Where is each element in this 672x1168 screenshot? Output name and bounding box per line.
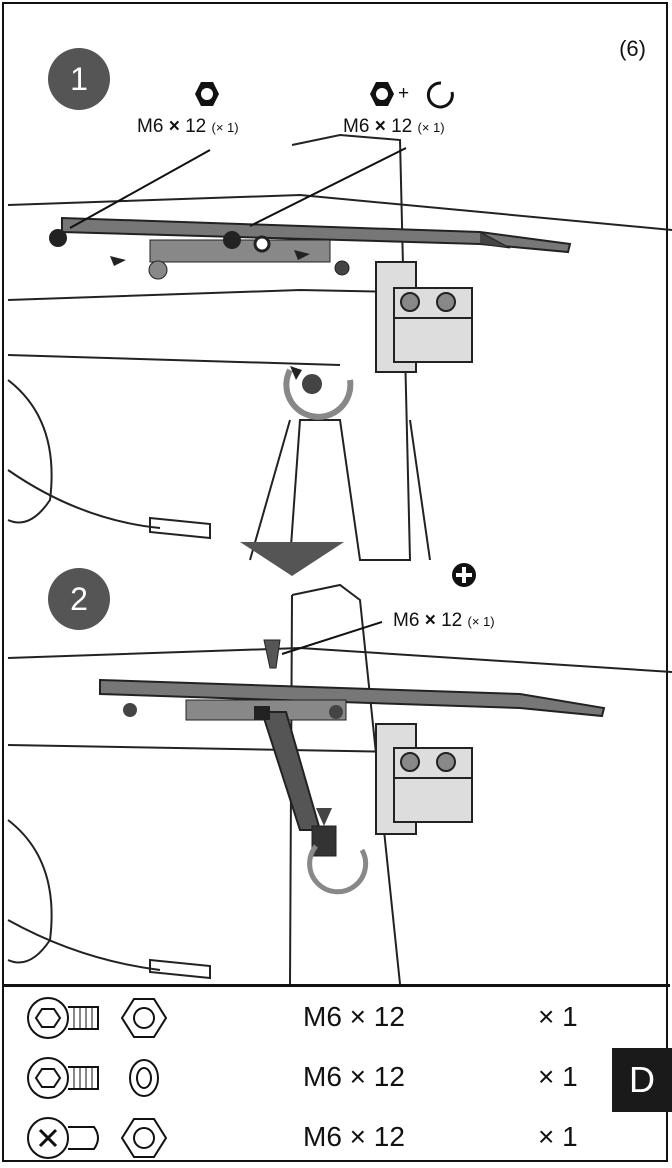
rotate-arrow-1 (283, 368, 354, 420)
down-arrow (240, 542, 344, 576)
parts-row: M6 × 12 × 1 (0, 1109, 600, 1167)
cable-2 (7, 919, 161, 971)
step-2-badge: 2 (48, 568, 110, 630)
table-top-1b (7, 288, 401, 301)
leg-diagonal-1 (249, 419, 431, 561)
part-qty: × 1 (538, 1061, 578, 1092)
parts-list: M6 × 12 × 1 M6 × 12 × 1 M6 × (0, 987, 672, 1167)
bracket-1 (375, 261, 473, 373)
table-top-2 (7, 646, 672, 673)
section-tab: D (612, 1048, 672, 1112)
split-washer-icon (426, 81, 454, 109)
table-top-1 (7, 193, 672, 231)
step1-screw-b-label: M6 × 12 (× 1) (343, 116, 445, 137)
parts-row: M6 × 12 × 1 (0, 1049, 600, 1107)
leg-upright-1 (289, 133, 412, 561)
rail-1 (49, 216, 572, 280)
speaker-1 (7, 379, 53, 524)
plug-2 (149, 958, 211, 980)
plug-1 (149, 516, 211, 540)
table-top-1c (7, 354, 341, 366)
assembly-illustration (7, 81, 672, 984)
part-qty: × 1 (538, 1001, 578, 1032)
step1-screw-a-label: M6 × 12 (× 1) (137, 116, 239, 137)
parts-divider (2, 984, 670, 987)
speaker-2 (7, 819, 53, 964)
hex-socket-bolt-icon (27, 997, 168, 1039)
rotate-arrow-2 (307, 844, 369, 895)
cable-1 (7, 469, 161, 529)
page-number: (6) (619, 36, 646, 61)
phillips-bolt-icon (27, 1117, 168, 1159)
hex-socket-bolt-icon (27, 1057, 159, 1099)
bracket-2 (375, 723, 473, 835)
push-arrow-2 (316, 808, 332, 826)
rail-2 (99, 639, 606, 831)
table-top-2b (7, 744, 401, 753)
step-1-badge: 1 (48, 48, 110, 110)
plus-sign: + (398, 83, 410, 104)
step2-screw-label: M6 × 12 (× 1) (393, 610, 495, 631)
part-spec: M6 × 12 (303, 1001, 405, 1032)
part-spec: M6 × 12 (303, 1121, 405, 1152)
part-spec: M6 × 12 (303, 1061, 405, 1092)
parts-row: M6 × 12 × 1 (0, 989, 600, 1047)
part-qty: × 1 (538, 1121, 578, 1152)
